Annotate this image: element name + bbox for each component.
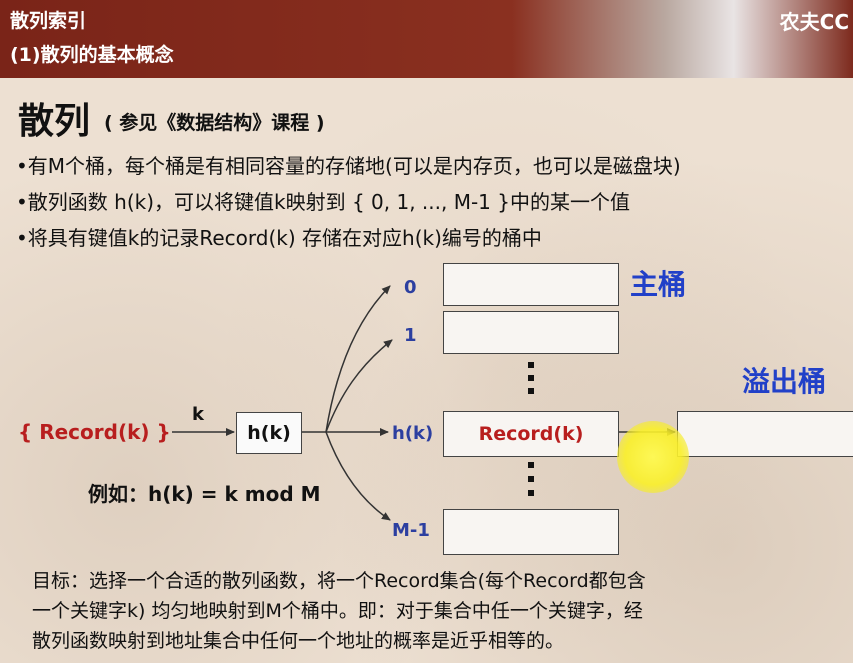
arrow-to-bucket-m1 bbox=[325, 431, 391, 521]
bullet-hash-function: •散列函数 h(k)，可以将键值k映射到 { 0, 1, ..., M-1 }中… bbox=[16, 190, 630, 214]
bucket-1 bbox=[443, 311, 619, 354]
main-bucket-label: 主桶 bbox=[630, 268, 687, 301]
goal-line-3: 散列函数映射到地址集合中任何一个地址的概率是近乎相等的。 bbox=[32, 630, 565, 652]
brand-watermark: 农夫CC bbox=[779, 10, 849, 34]
bucket-index-1: 1 bbox=[404, 325, 417, 346]
bullet-record-storage: •将具有键值k的记录Record(k) 存储在对应h(k)编号的桶中 bbox=[16, 226, 542, 250]
bucket-0 bbox=[443, 263, 619, 306]
overflow-bucket-label: 溢出桶 bbox=[742, 365, 827, 398]
ellipsis-dots-lower bbox=[528, 462, 534, 496]
record-set-label: { Record(k) } bbox=[18, 420, 171, 444]
goal-line-2: 一个关键字k) 均匀地映射到M个桶中。即：对于集合中任一个关键字，经 bbox=[32, 600, 643, 622]
hash-example: 例如：h(k) = k mod M bbox=[88, 482, 321, 506]
section-title: 散列索引 bbox=[10, 10, 87, 32]
pointer-highlight bbox=[617, 421, 689, 493]
overflow-bucket bbox=[677, 411, 853, 457]
bucket-index-hk: h(k) bbox=[392, 423, 434, 444]
arrow-to-bucket-0 bbox=[325, 285, 391, 433]
bucket-m-1 bbox=[443, 509, 619, 555]
bucket-index-0: 0 bbox=[404, 277, 417, 298]
hash-function-box: h(k) bbox=[236, 412, 302, 454]
bucket-record-label: Record(k) bbox=[478, 423, 584, 445]
slide-background bbox=[0, 78, 853, 663]
bucket-index-m-1: M-1 bbox=[392, 520, 430, 541]
goal-line-1: 目标：选择一个合适的散列函数，将一个Record集合(每个Record都包含 bbox=[32, 570, 646, 592]
slide-heading-note: ( 参见《数据结构》课程 ) bbox=[104, 112, 325, 134]
slide-heading: 散列 bbox=[18, 101, 91, 142]
slide-header: 散列索引 (1)散列的基本概念 农夫CC bbox=[0, 0, 853, 78]
bucket-hk: Record(k) bbox=[443, 411, 619, 457]
arrow-to-bucket-1 bbox=[325, 339, 393, 433]
ellipsis-dots-upper bbox=[528, 362, 534, 394]
section-subtitle: (1)散列的基本概念 bbox=[10, 44, 174, 66]
bullet-buckets: •有M个桶，每个桶是有相同容量的存储地(可以是内存页，也可以是磁盘块) bbox=[16, 154, 681, 178]
key-arrow-label: k bbox=[192, 404, 204, 425]
